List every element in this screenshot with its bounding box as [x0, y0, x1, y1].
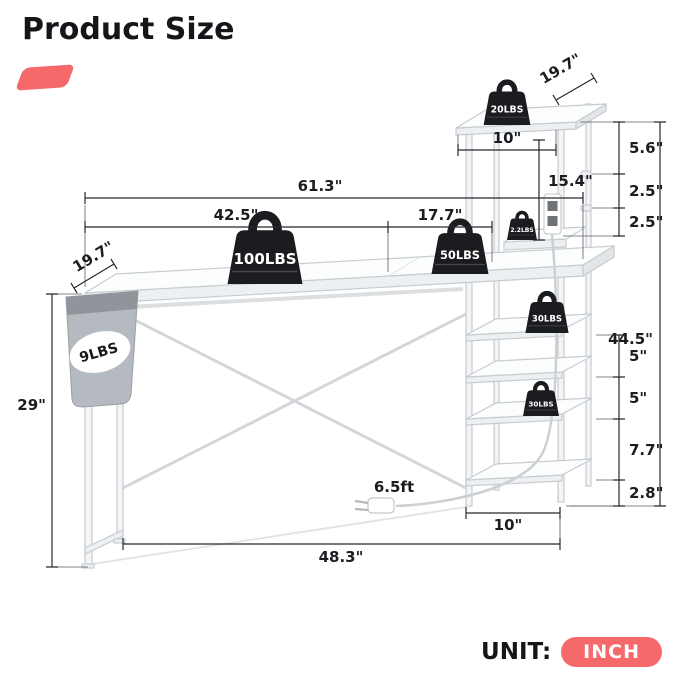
tower-post-back-right — [585, 103, 592, 487]
shelf-2 — [465, 355, 593, 384]
plug-prong-1 — [354, 499, 369, 505]
dim-shelf-gap-2-label: 5" — [629, 389, 647, 407]
dimension-annotations: 61.3" 42.5" 17.7" 19.7" 29" — [17, 50, 666, 568]
dim-right-small-gaps: 5.6" 2.5" 2.5" — [563, 121, 663, 237]
weight-upper-shelf-label: 30LBS — [532, 314, 562, 324]
dim-bottom-shelf-width-label: 10" — [494, 516, 523, 534]
dim-desktop-width-label: 61.3" — [298, 177, 343, 195]
dim-cord-length-label: 6.5ft — [374, 478, 414, 496]
page-title: Product Size — [22, 12, 235, 47]
dim-hook-span: 15.4" — [533, 139, 593, 241]
hanging-hook-upper — [580, 170, 592, 178]
weight-desktop-left: 100LBS — [228, 215, 303, 284]
unit-label: UNIT: — [481, 639, 552, 665]
dim-floor-span: 48.3" — [122, 508, 561, 566]
dim-top-shelf-width: 10" — [457, 129, 557, 156]
weight-desktop-right: 50LBS — [432, 222, 489, 274]
dim-hook-span-label: 15.4" — [548, 172, 593, 190]
side-storage-pocket: 9LBS — [65, 290, 139, 408]
shelf-3 — [465, 397, 593, 426]
weight-lower-shelf-label: 30LBS — [528, 399, 553, 408]
dim-shelf-gaps: 5" 5" 7.7" 2.8" — [566, 334, 663, 507]
weight-top-shelf-label: 20LBS — [491, 105, 524, 116]
top-shelf — [455, 102, 607, 136]
dim-desktop-depth-label: 19.7" — [70, 237, 118, 276]
dim-top-shelf-depth: 19.7" — [537, 50, 598, 106]
desk-drawing: 9LBS 100LBS 50LBS 20LBS 2.2LBS 30LBS 30L… — [65, 82, 615, 569]
left-front-foot — [81, 563, 95, 569]
dim-shelf-gap-1-label: 5" — [629, 347, 647, 365]
power-strip-body — [543, 193, 562, 235]
power-outlet-2 — [547, 216, 558, 226]
x-brace-bar-2 — [121, 312, 468, 490]
unit-badge: INCH — [561, 637, 662, 667]
dim-top-shelf-depth-label: 19.7" — [537, 50, 585, 88]
pocket-flap — [66, 291, 138, 315]
dim-bottom-shelf-width: 10" — [465, 507, 561, 534]
weight-hook-shelf-label: 2.2LBS — [510, 227, 533, 234]
power-outlet-1 — [547, 201, 558, 211]
power-plug — [354, 497, 395, 514]
dim-hook-gap-upper-label: 2.5" — [629, 182, 663, 200]
dim-desktop-sections: 42.5" 17.7" — [84, 206, 493, 272]
dim-hook-gap-lower-label: 2.5" — [629, 213, 663, 231]
left-leg-stretcher — [84, 529, 124, 555]
weight-top-shelf: 20LBS — [484, 82, 531, 125]
unit-row: UNIT: INCH — [481, 637, 662, 667]
hanging-hook-lower — [580, 204, 592, 212]
dim-shelf-top-offset-label: 5.6" — [629, 139, 663, 157]
dim-top-shelf-width-label: 10" — [493, 129, 522, 147]
weight-desktop-right-label: 50LBS — [440, 248, 480, 262]
weight-hook-shelf: 2.2LBS — [505, 210, 539, 242]
plug-prong-2 — [354, 507, 369, 512]
weight-lower-shelf: 30LBS — [523, 383, 559, 416]
weight-desktop-left-label: 100LBS — [233, 250, 296, 268]
dim-left-section-label: 42.5" — [214, 206, 259, 224]
dim-total-height-label: 44.5" — [608, 330, 653, 348]
floor-stretcher-bar — [91, 506, 467, 565]
dim-desktop-width: 61.3" — [84, 177, 584, 287]
dim-right-section-label: 17.7" — [418, 206, 463, 224]
dim-desk-height: 29" — [17, 293, 88, 568]
power-strip — [543, 193, 562, 235]
under-desk-apron-bar — [90, 287, 464, 311]
dim-bottom-clearance-label: 2.8" — [629, 484, 663, 502]
desktop-seam — [387, 257, 420, 277]
left-back-foot — [113, 538, 126, 544]
shelf-2-top-face — [465, 355, 593, 378]
dim-desk-height-label: 29" — [17, 396, 46, 414]
bottom-shelf — [465, 458, 593, 487]
tower-post-front-left — [465, 125, 473, 507]
pocket-capacity-cloud — [69, 330, 131, 374]
weight-upper-shelf: 30LBS — [525, 293, 568, 333]
tower-post-back-left — [493, 109, 500, 491]
plug-body — [367, 497, 395, 514]
dim-floor-span-label: 48.3" — [319, 548, 364, 566]
dim-shelf-gap-3-label: 7.7" — [629, 441, 663, 459]
